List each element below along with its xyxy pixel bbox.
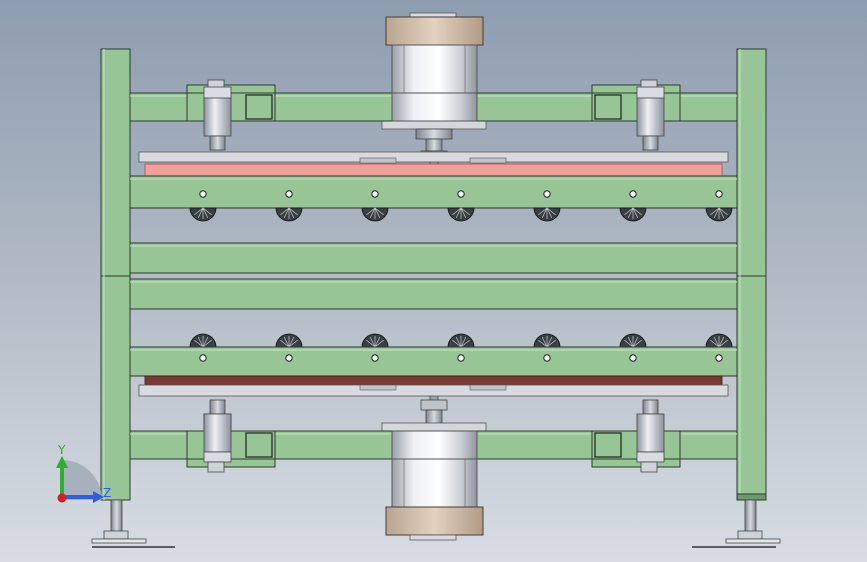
roller-spoke xyxy=(374,207,384,216)
roller-spoke xyxy=(202,336,209,348)
top-cylinder xyxy=(381,12,487,168)
roller-spoke xyxy=(624,339,634,348)
roller-spoke xyxy=(546,336,553,348)
roller-spoke xyxy=(546,207,553,219)
roller-spoke xyxy=(460,207,467,219)
roller-spoke xyxy=(202,207,209,219)
roller-spoke xyxy=(455,336,462,348)
roller-spoke xyxy=(710,207,720,216)
roller-spoke xyxy=(541,207,548,219)
bottom-right-guide xyxy=(591,399,681,473)
roller-spoke xyxy=(538,339,548,348)
left-foot xyxy=(91,499,175,548)
right-column xyxy=(736,48,767,501)
roller-spoke xyxy=(374,207,381,219)
lower-axle-hole xyxy=(371,354,379,362)
roller-spoke xyxy=(288,207,295,219)
roller-spoke xyxy=(369,207,376,219)
upper-rollers xyxy=(189,190,733,222)
roller-spoke xyxy=(624,207,634,216)
lower-axle-hole xyxy=(715,354,723,362)
x-axis-dot xyxy=(57,493,67,503)
roller-axle-hole xyxy=(543,190,551,198)
roller-spoke xyxy=(280,207,290,216)
roller-spoke xyxy=(632,207,642,216)
roller-axle-hole xyxy=(629,190,637,198)
roller-spoke xyxy=(718,336,725,348)
roller-spoke xyxy=(288,336,295,348)
roller-axle-hole xyxy=(285,190,293,198)
roller-spoke xyxy=(460,339,470,348)
lower-axle-hole xyxy=(199,354,207,362)
roller-spoke xyxy=(288,207,298,216)
roller-spoke xyxy=(632,336,639,348)
triad-quadrant xyxy=(62,460,102,500)
lower-axle-hole xyxy=(457,354,465,362)
lower-axle-hole xyxy=(285,354,293,362)
roller-spoke xyxy=(455,207,462,219)
roller-spoke xyxy=(632,339,642,348)
roller-spoke xyxy=(374,336,381,348)
roller-spoke xyxy=(546,339,556,348)
bottom-cylinder xyxy=(381,388,487,541)
top-left-guide xyxy=(186,79,276,151)
lower-axle-hole xyxy=(629,354,637,362)
lower-platen xyxy=(129,346,738,397)
roller-axle-hole xyxy=(715,190,723,198)
roller-spoke xyxy=(713,336,720,348)
roller-axle-hole xyxy=(371,190,379,198)
lower-axle-hole xyxy=(543,354,551,362)
roller-spoke xyxy=(283,207,290,219)
roller-spoke xyxy=(194,207,204,216)
roller-spoke xyxy=(460,336,467,348)
roller-spoke xyxy=(366,207,376,216)
middle-beams xyxy=(129,242,738,310)
roller-spoke xyxy=(283,336,290,348)
roller-spoke xyxy=(452,339,462,348)
z-axis-label: Z xyxy=(103,486,111,500)
roller-spoke xyxy=(374,339,384,348)
lower-rollers xyxy=(189,333,733,362)
roller-spoke xyxy=(627,207,634,219)
roller-spoke xyxy=(541,336,548,348)
roller-spoke xyxy=(366,339,376,348)
roller-spoke xyxy=(718,207,725,219)
top-right-guide xyxy=(591,79,681,151)
roller-spoke xyxy=(288,339,298,348)
roller-spoke xyxy=(713,207,720,219)
roller-spoke xyxy=(627,336,634,348)
roller-axle-hole xyxy=(199,190,207,198)
roller-spoke xyxy=(452,207,462,216)
roller-spoke xyxy=(538,207,548,216)
roller-spoke xyxy=(718,339,728,348)
roller-spoke xyxy=(546,207,556,216)
bottom-left-guide xyxy=(186,399,276,473)
roller-spoke xyxy=(460,207,470,216)
roller-spoke xyxy=(197,336,204,348)
roller-spoke xyxy=(194,339,204,348)
roller-spoke xyxy=(710,339,720,348)
upper-platen xyxy=(129,151,738,209)
roller-spoke xyxy=(202,207,212,216)
right-foot xyxy=(692,499,781,548)
y-axis-label: Y xyxy=(57,443,66,457)
roller-spoke xyxy=(632,207,639,219)
roller-axle-hole xyxy=(457,190,465,198)
roller-spoke xyxy=(718,207,728,216)
roller-spoke xyxy=(197,207,204,219)
roller-spoke xyxy=(369,336,376,348)
roller-spoke xyxy=(202,339,212,348)
roller-spoke xyxy=(280,339,290,348)
left-column xyxy=(100,48,131,501)
axis-triad: Y Z xyxy=(56,443,111,503)
